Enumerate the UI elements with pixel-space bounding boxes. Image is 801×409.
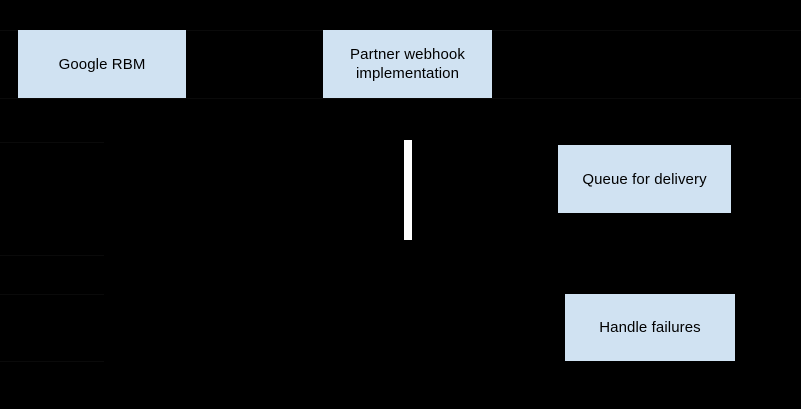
guide-line <box>0 294 104 295</box>
guide-line <box>0 98 801 99</box>
guide-line <box>0 142 104 143</box>
guide-line <box>0 255 104 256</box>
node-partner-webhook-implementation[interactable]: Partner webhook implementation <box>323 30 492 98</box>
node-google-rbm[interactable]: Google RBM <box>18 30 186 98</box>
vertical-divider-bar <box>404 140 412 240</box>
guide-line <box>0 361 104 362</box>
node-queue-for-delivery[interactable]: Queue for delivery <box>558 145 731 213</box>
node-handle-failures[interactable]: Handle failures <box>565 294 735 361</box>
